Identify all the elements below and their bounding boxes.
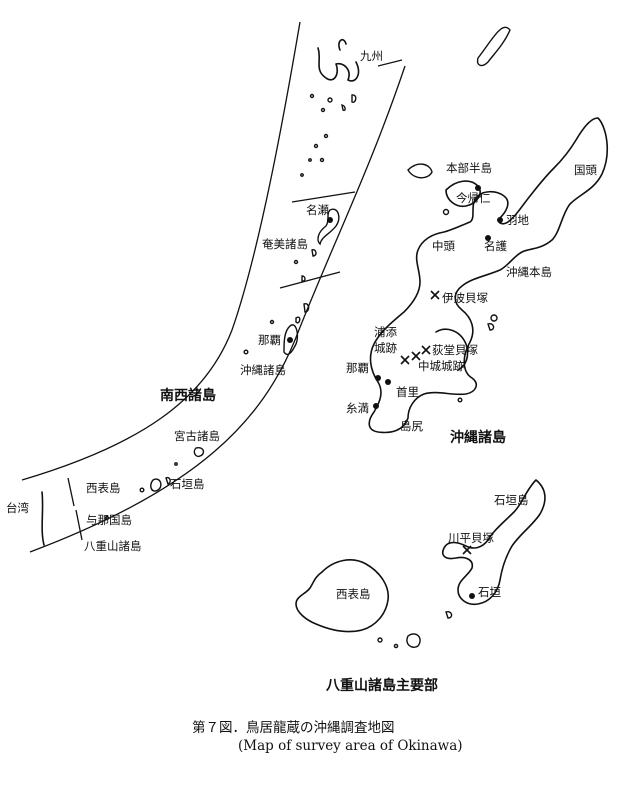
label-yonaguni: 与那国島 [86, 513, 132, 527]
figure-caption-english: (Map of survey area of Okinawa) [238, 738, 463, 754]
label-yaeyama-left: 八重山諸島 [84, 539, 142, 553]
ryukyu-arc-boundary-upper [21, 21, 301, 481]
label-amami: 奄美諸島 [262, 237, 308, 251]
label-motobu: 本部半島 [446, 161, 492, 175]
shuri-dot [385, 379, 391, 385]
label-ishigaki-island: 石垣島 [494, 493, 529, 507]
kyushu-coastline-2 [338, 38, 347, 51]
label-itoman: 糸満 [346, 401, 369, 415]
taiwan-coastline [41, 491, 45, 546]
nakijin-dot [475, 185, 481, 191]
arc-divider-okinawa [279, 271, 341, 289]
nakagusuku-castle-marker [411, 351, 421, 361]
label-okinawa-islands: 沖縄諸島 [450, 429, 506, 446]
label-iriomote-left: 西表島 [86, 481, 121, 495]
iriomote-coastline [295, 559, 390, 633]
label-iriomote-island: 西表島 [336, 587, 371, 601]
label-okinawa-left: 沖縄諸島 [240, 363, 286, 377]
arc-small-islands [104, 93, 357, 521]
itoman-dot [373, 403, 379, 409]
label-joseki: 城跡 [374, 341, 397, 355]
small-island-yaeyama-2 [445, 610, 453, 619]
label-shuri: 首里 [396, 385, 419, 399]
label-ihei: 伊波貝塚 [442, 291, 488, 305]
small-island-yaeyama-1 [406, 633, 421, 648]
figure-caption-japanese: 第７図．鳥居龍蔵の沖縄調査地図 [192, 720, 395, 736]
kyushu-coastline [317, 47, 360, 82]
label-hanechi: 羽地 [506, 213, 529, 227]
ryukyu-arc-boundary-lower [29, 65, 406, 553]
label-ishigaki-town: 石垣 [478, 585, 501, 599]
nago-dot [485, 235, 491, 241]
naha-right-dot [375, 375, 381, 381]
label-yaeyama-main: 八重山諸島主要部 [325, 677, 438, 694]
naze-dot [327, 217, 333, 223]
label-miyako: 宮古諸島 [174, 429, 220, 443]
label-nansei: 南西諸島 [160, 387, 216, 404]
ishigaki-coastline [441, 479, 546, 606]
arc-divider-kyushu [377, 59, 403, 67]
label-nago: 名護 [484, 239, 507, 253]
label-kunigami: 国頭 [574, 163, 597, 177]
motobu-inner-coast [445, 180, 481, 208]
label-shimajiri: 島尻 [400, 419, 423, 433]
kabira-shell-mound-marker [462, 545, 472, 555]
ogido-shell-mound-marker [421, 345, 431, 355]
naha-left-dot [287, 337, 293, 343]
label-naha-left: 那覇 [258, 333, 281, 347]
label-naha-right: 那覇 [346, 361, 369, 375]
iheya-island [407, 163, 433, 179]
arc-divider-amami [291, 191, 356, 203]
ihei-shell-mound-marker [430, 290, 440, 300]
arc-divider-taiwan-a [67, 477, 75, 507]
urasoe-castle-marker [400, 355, 410, 365]
label-kyushu: 九州 [360, 49, 383, 63]
ishigaki-town-dot [469, 593, 475, 599]
amami-oshima-fragment [476, 26, 511, 67]
label-ogido: 荻堂貝塚 [432, 343, 478, 357]
label-nakagami: 中頭 [432, 239, 455, 253]
label-taiwan: 台湾 [6, 501, 29, 515]
arc-divider-taiwan-b [75, 509, 83, 541]
label-nakagusuku: 中城城跡 [418, 359, 464, 373]
nakagusuku-bay [435, 328, 469, 371]
label-naze: 名瀬 [306, 203, 329, 217]
label-nakijin: 今帰仁 [456, 191, 491, 205]
hanechi-dot [497, 217, 503, 223]
label-ishigaki-left: 石垣島 [170, 477, 205, 491]
label-okinawa-main: 沖縄本島 [506, 265, 552, 279]
label-urasoe: 浦添 [374, 325, 397, 339]
label-kabira: 川平貝塚 [448, 531, 494, 545]
